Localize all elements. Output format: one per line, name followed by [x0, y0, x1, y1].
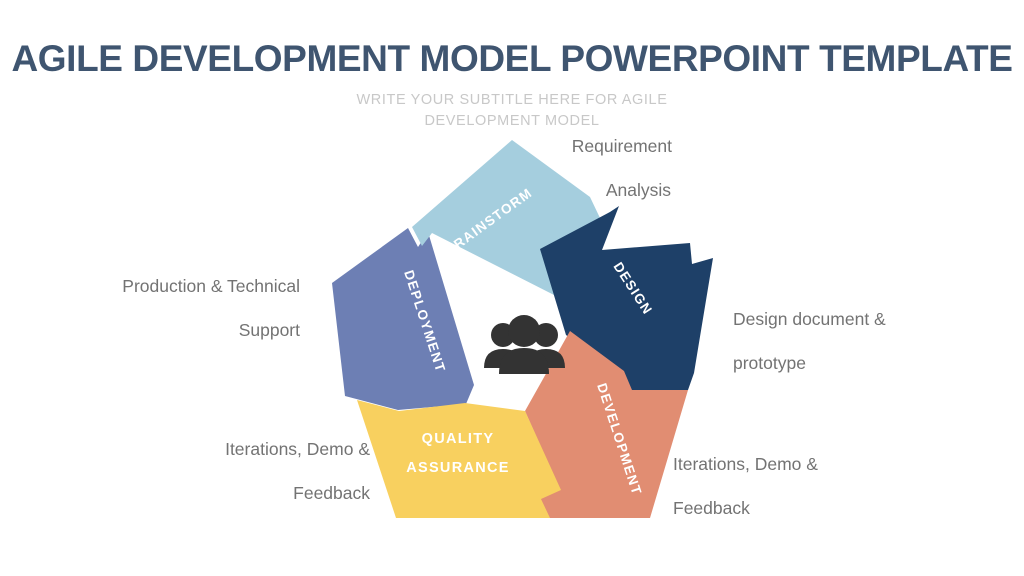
page-title: AGILE DEVELOPMENT MODEL POWERPOINT TEMPL… [11, 38, 1013, 79]
segment-development[interactable]: DEVELOPMENT [525, 331, 688, 518]
callout-design: Design document & prototype [733, 297, 963, 385]
segment-quality-assurance-shape[interactable] [357, 400, 561, 518]
segment-quality-assurance-label-line-1: QUALITY [422, 431, 495, 447]
segment-deployment-shape[interactable] [332, 228, 474, 410]
callout-development-line-2: Feedback [673, 498, 750, 518]
callout-development: Iterations, Demo & Feedback [673, 442, 903, 530]
segment-quality-assurance-label-line-2: ASSURANCE [406, 460, 510, 476]
callout-requirement-line-2: Analysis [605, 180, 671, 200]
segment-quality-assurance[interactable]: QUALITY ASSURANCE [357, 400, 561, 518]
page-subtitle: WRITE YOUR SUBTITLE HERE FOR AGILE DEVEL… [312, 90, 712, 132]
callout-quality-assurance-line-2: Feedback [293, 483, 370, 503]
callout-design-line-2: prototype [733, 353, 806, 373]
callout-deployment-line-2: Support [238, 320, 300, 340]
callout-design-line-1: Design document & [733, 309, 886, 329]
subtitle-line-1: WRITE YOUR SUBTITLE HERE FOR AGILE [356, 92, 668, 108]
callout-requirement-line-1: Requirement [571, 136, 672, 156]
subtitle-line-2: DEVELOPMENT MODEL [424, 113, 600, 129]
callout-development-line-1: Iterations, Demo & [673, 454, 818, 474]
segment-deployment[interactable]: DEPLOYMENT [332, 228, 474, 410]
callout-requirement: Requirement Analysis [482, 124, 672, 212]
segment-development-shape[interactable] [525, 331, 688, 518]
callout-deployment-line-1: Production & Technical [122, 276, 300, 296]
callout-quality-assurance-line-1: Iterations, Demo & [225, 439, 370, 459]
callout-quality-assurance: Iterations, Demo & Feedback [110, 427, 370, 515]
callout-deployment: Production & Technical Support [50, 264, 300, 352]
group-of-people-icon [484, 315, 565, 374]
